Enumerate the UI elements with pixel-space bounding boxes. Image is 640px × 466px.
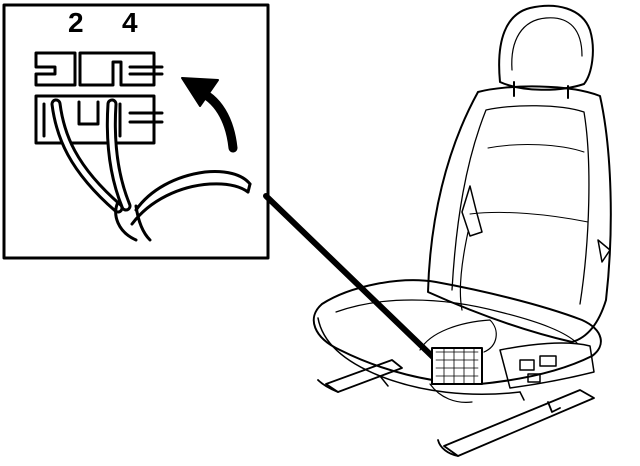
- backrest-side-knob: [597, 239, 611, 263]
- leader-line-highlight: [271, 192, 441, 356]
- seat-harness-lower: [429, 383, 473, 403]
- seat-harness: [419, 319, 497, 353]
- seat-cushion-seam: [335, 299, 579, 345]
- curved-arrow-head: [181, 77, 219, 107]
- connector-upper-ribs: [128, 65, 164, 76]
- curled-cable: [130, 170, 252, 226]
- seat-connector-grid: [435, 347, 479, 385]
- pin-label-2: 2: [68, 7, 84, 38]
- curled-cable-end: [246, 182, 252, 194]
- seat-rail-left-front-end: [317, 379, 339, 393]
- connector-upper-pin-4: [78, 51, 156, 87]
- wire-pin-4: [108, 101, 129, 209]
- seatbelt-buckle: [461, 185, 483, 237]
- seat-side-panel: [499, 342, 595, 389]
- connector-lower-housing: [34, 94, 156, 145]
- inset-detail-box: [2, 3, 270, 260]
- headrest: [498, 4, 594, 91]
- backrest-stitch-lines: [469, 144, 589, 223]
- seat-switch-1: [519, 359, 535, 371]
- pin-label-4: 4: [122, 7, 138, 38]
- connector-lower-slots: [42, 100, 122, 138]
- seat-switch-3: [527, 373, 541, 383]
- connector-lower-ribs: [128, 111, 164, 124]
- seat-rail-bracket: [547, 401, 561, 413]
- seat-connector-block: [431, 347, 483, 385]
- seat-switch-2: [539, 355, 557, 367]
- headrest-seam: [511, 17, 583, 71]
- wire-pin-2: [53, 101, 121, 211]
- seat-rail-left-front: [325, 359, 403, 393]
- seat-rail-right: [443, 389, 595, 457]
- backrest-inner-panel: [451, 105, 590, 305]
- seat-rail-right-end: [437, 439, 459, 457]
- buckle-cable: [459, 231, 469, 311]
- connector-upper-left: [34, 51, 77, 87]
- leader-line: [263, 193, 437, 361]
- seat-rail-posts: [379, 375, 525, 401]
- backrest: [427, 85, 612, 343]
